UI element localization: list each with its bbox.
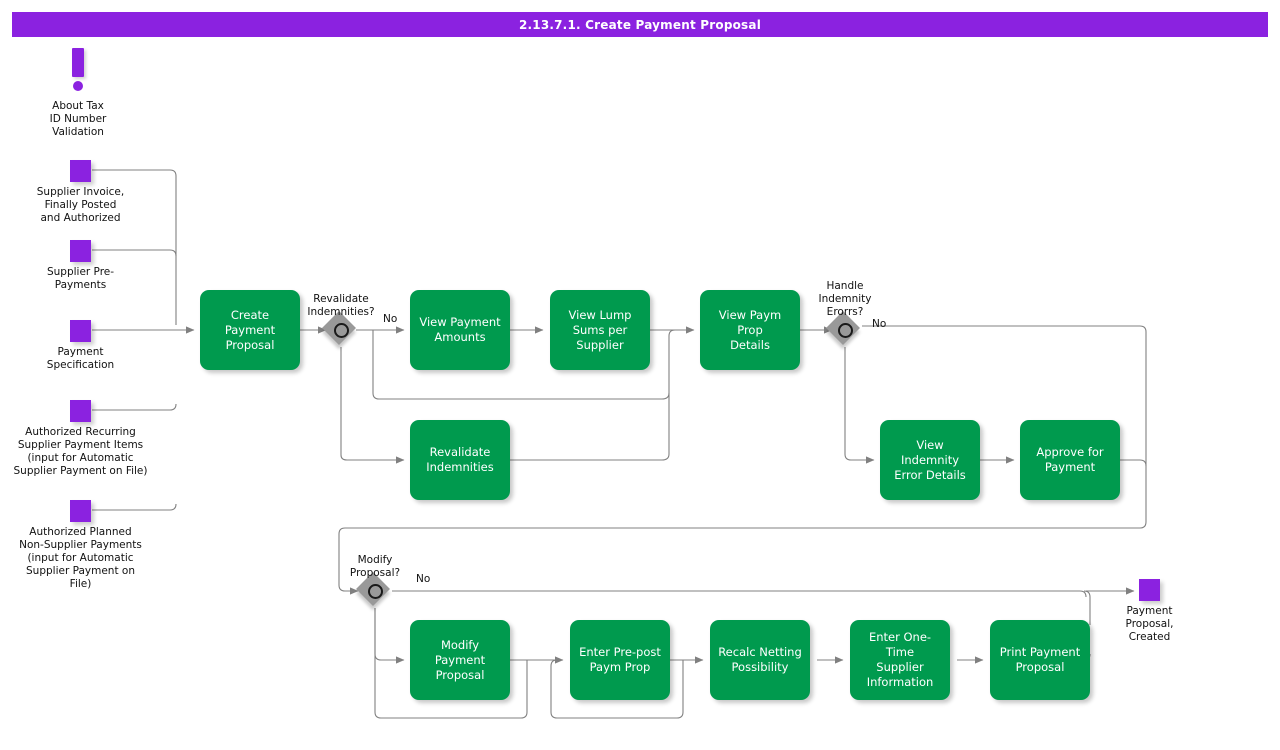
task-modify-payment-proposal[interactable]: Modify Payment Proposal bbox=[410, 620, 510, 700]
start-event-label: Payment Specification bbox=[46, 346, 115, 371]
gateway-circle-icon bbox=[333, 322, 349, 338]
task-enter-pre-post-paym-prop[interactable]: Enter Pre-post Paym Prop bbox=[570, 620, 670, 700]
end-event-label: Payment Proposal, Created bbox=[1125, 605, 1174, 643]
event-marker-icon bbox=[70, 400, 91, 422]
task-print-payment-proposal[interactable]: Print Payment Proposal bbox=[990, 620, 1090, 700]
end-event-payment-proposal-created[interactable]: Payment Proposal, Created bbox=[1126, 579, 1173, 643]
task-view-lump-sums-per-supplier[interactable]: View Lump Sums per Supplier bbox=[550, 290, 650, 370]
gateway-label: Revalidate Indemnities? bbox=[307, 293, 375, 318]
event-marker-icon bbox=[70, 500, 91, 522]
event-marker-icon bbox=[70, 160, 91, 182]
gateway-label: Modify Proposal? bbox=[349, 554, 401, 579]
gateway-modify-proposal[interactable]: Modify Proposal? bbox=[350, 554, 400, 608]
diagram-title-bar: 2.13.7.1. Create Payment Proposal bbox=[12, 12, 1268, 37]
start-event-supplier-invoice[interactable]: Supplier Invoice, Finally Posted and Aut… bbox=[37, 160, 124, 224]
task-view-paym-prop-details[interactable]: View Paym Prop Details bbox=[700, 290, 800, 370]
page-title: 2.13.7.1. Create Payment Proposal bbox=[518, 17, 762, 32]
task-enter-one-time-supplier-information[interactable]: Enter One-Time Supplier Information bbox=[850, 620, 950, 700]
start-event-label: Supplier Pre- Payments bbox=[46, 266, 115, 291]
edge-label-handle-indemnity-no: No bbox=[872, 318, 887, 330]
start-event-authorized-recurring-supplier-payment-items[interactable]: Authorized Recurring Supplier Payment It… bbox=[14, 400, 148, 477]
task-revalidate-indemnities[interactable]: Revalidate Indemnities bbox=[410, 420, 510, 500]
exclamation-mark-icon bbox=[72, 48, 84, 77]
start-event-label: Authorized Recurring Supplier Payment It… bbox=[13, 426, 148, 477]
event-marker-icon bbox=[70, 320, 91, 342]
exclamation-dot-icon bbox=[73, 81, 83, 91]
annotation-about-tax-id: About Tax ID Number Validation bbox=[50, 48, 106, 138]
gateway-circle-icon bbox=[367, 583, 383, 599]
start-event-label: Authorized Planned Non-Supplier Payments… bbox=[19, 526, 142, 590]
annotation-label: About Tax ID Number Validation bbox=[49, 100, 107, 138]
task-view-payment-amounts[interactable]: View Payment Amounts bbox=[410, 290, 510, 370]
gateway-revalidate-indemnities[interactable]: Revalidate Indemnities? bbox=[307, 293, 375, 347]
edge-label-revalidate-no: No bbox=[383, 313, 398, 325]
start-event-payment-specification[interactable]: Payment Specification bbox=[47, 320, 114, 371]
start-event-authorized-planned-non-supplier-payments[interactable]: Authorized Planned Non-Supplier Payments… bbox=[19, 500, 142, 590]
event-marker-icon bbox=[70, 240, 91, 262]
start-event-label: Supplier Invoice, Finally Posted and Aut… bbox=[36, 186, 125, 224]
task-recalc-netting-possibility[interactable]: Recalc Netting Possibility bbox=[710, 620, 810, 700]
task-create-payment-proposal[interactable]: Create Payment Proposal bbox=[200, 290, 300, 370]
gateway-label: Handle Indemnity Erorrs? bbox=[818, 280, 872, 318]
start-event-supplier-pre-payments[interactable]: Supplier Pre- Payments bbox=[47, 240, 114, 291]
edge-label-modify-no: No bbox=[416, 573, 431, 585]
task-approve-for-payment[interactable]: Approve for Payment bbox=[1020, 420, 1120, 500]
event-marker-icon bbox=[1139, 579, 1160, 601]
gateway-circle-icon bbox=[837, 322, 853, 338]
gateway-handle-indemnity-errors[interactable]: Handle Indemnity Erorrs? bbox=[818, 280, 872, 347]
task-view-indemnity-error-details[interactable]: View Indemnity Error Details bbox=[880, 420, 980, 500]
